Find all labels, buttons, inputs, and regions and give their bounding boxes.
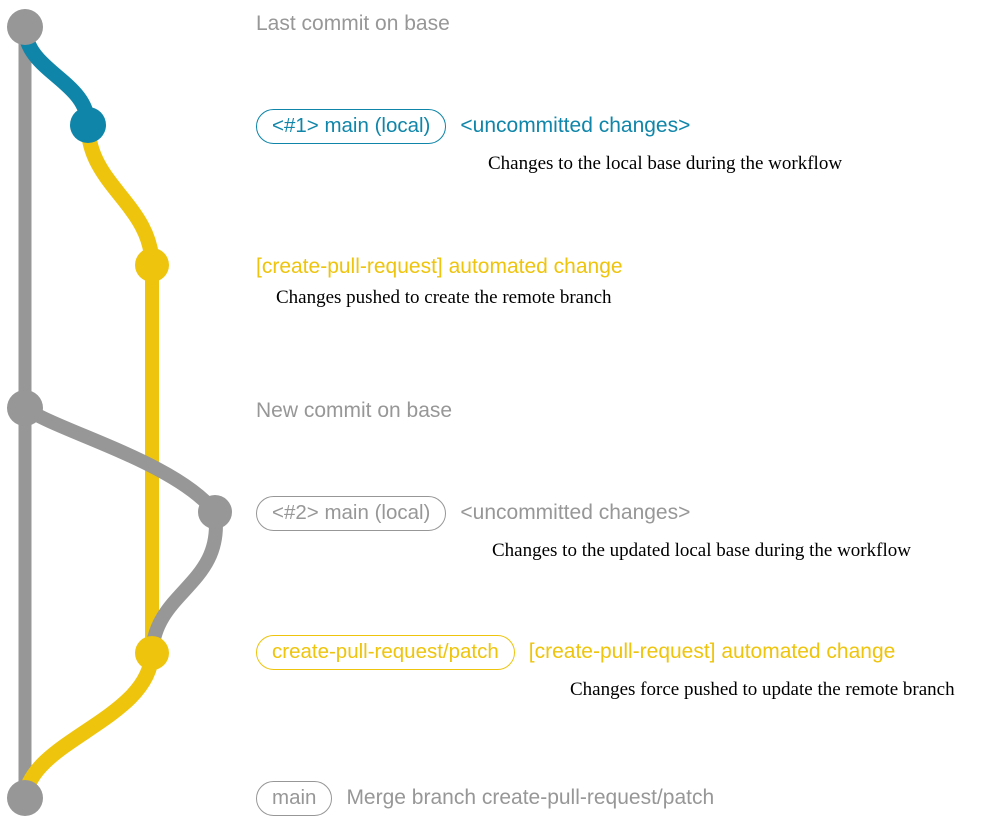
annotation-local-branch-1: <#1> main (local) <uncommitted changes> …	[256, 109, 842, 175]
headline-uncommitted-changes-2: <uncommitted changes>	[460, 501, 691, 524]
commit-node-base-last[interactable]	[7, 9, 43, 45]
annotation-automated-change-1: [create-pull-request] automated change C…	[256, 255, 623, 309]
annotation-automated-change-2: create-pull-request/patch [create-pull-r…	[256, 635, 955, 701]
note-automated-change-1: Changes pushed to create the remote bran…	[276, 287, 612, 308]
branch-pill-local-2[interactable]: <#2> main (local)	[256, 496, 447, 531]
note-local-branch-2: Changes to the updated local base during…	[492, 540, 911, 561]
branch-pill-main[interactable]: main	[256, 781, 333, 816]
edge-patch2-to-merge	[17, 645, 160, 806]
headline-new-commit-on-base: New commit on base	[256, 399, 453, 422]
note-automated-change-2: Changes force pushed to update the remot…	[570, 679, 955, 700]
branch-pill-create-pull-request-patch[interactable]: create-pull-request/patch	[256, 635, 515, 670]
headline-merge-commit: Merge branch create-pull-request/patch	[346, 786, 715, 809]
commit-node-merge[interactable]	[7, 780, 43, 816]
edge-basenew-to-local2	[18, 401, 222, 519]
headline-uncommitted-changes-1: <uncommitted changes>	[460, 114, 691, 137]
headline-last-commit-on-base: Last commit on base	[256, 12, 450, 35]
edge-local1-to-patch1	[80, 117, 160, 273]
commit-node-base-new[interactable]	[7, 390, 43, 426]
annotation-merge-commit: main Merge branch create-pull-request/pa…	[256, 781, 714, 816]
annotation-last-commit-on-base: Last commit on base	[256, 12, 450, 35]
headline-automated-change-2: [create-pull-request] automated change	[528, 640, 896, 663]
annotation-new-commit-on-base: New commit on base	[256, 399, 452, 422]
annotation-local-branch-2: <#2> main (local) <uncommitted changes> …	[256, 496, 911, 562]
branch-pill-local-1[interactable]: <#1> main (local)	[256, 109, 447, 144]
commit-node-patch-1[interactable]	[135, 248, 169, 282]
note-local-branch-1: Changes to the local base during the wor…	[488, 153, 843, 174]
edge-local2-to-patch2	[145, 505, 223, 660]
headline-automated-change-1: [create-pull-request] automated change	[256, 255, 623, 278]
commit-node-local-2[interactable]	[198, 495, 232, 529]
commit-node-local-1[interactable]	[70, 107, 106, 143]
commit-node-patch-2[interactable]	[135, 636, 169, 670]
